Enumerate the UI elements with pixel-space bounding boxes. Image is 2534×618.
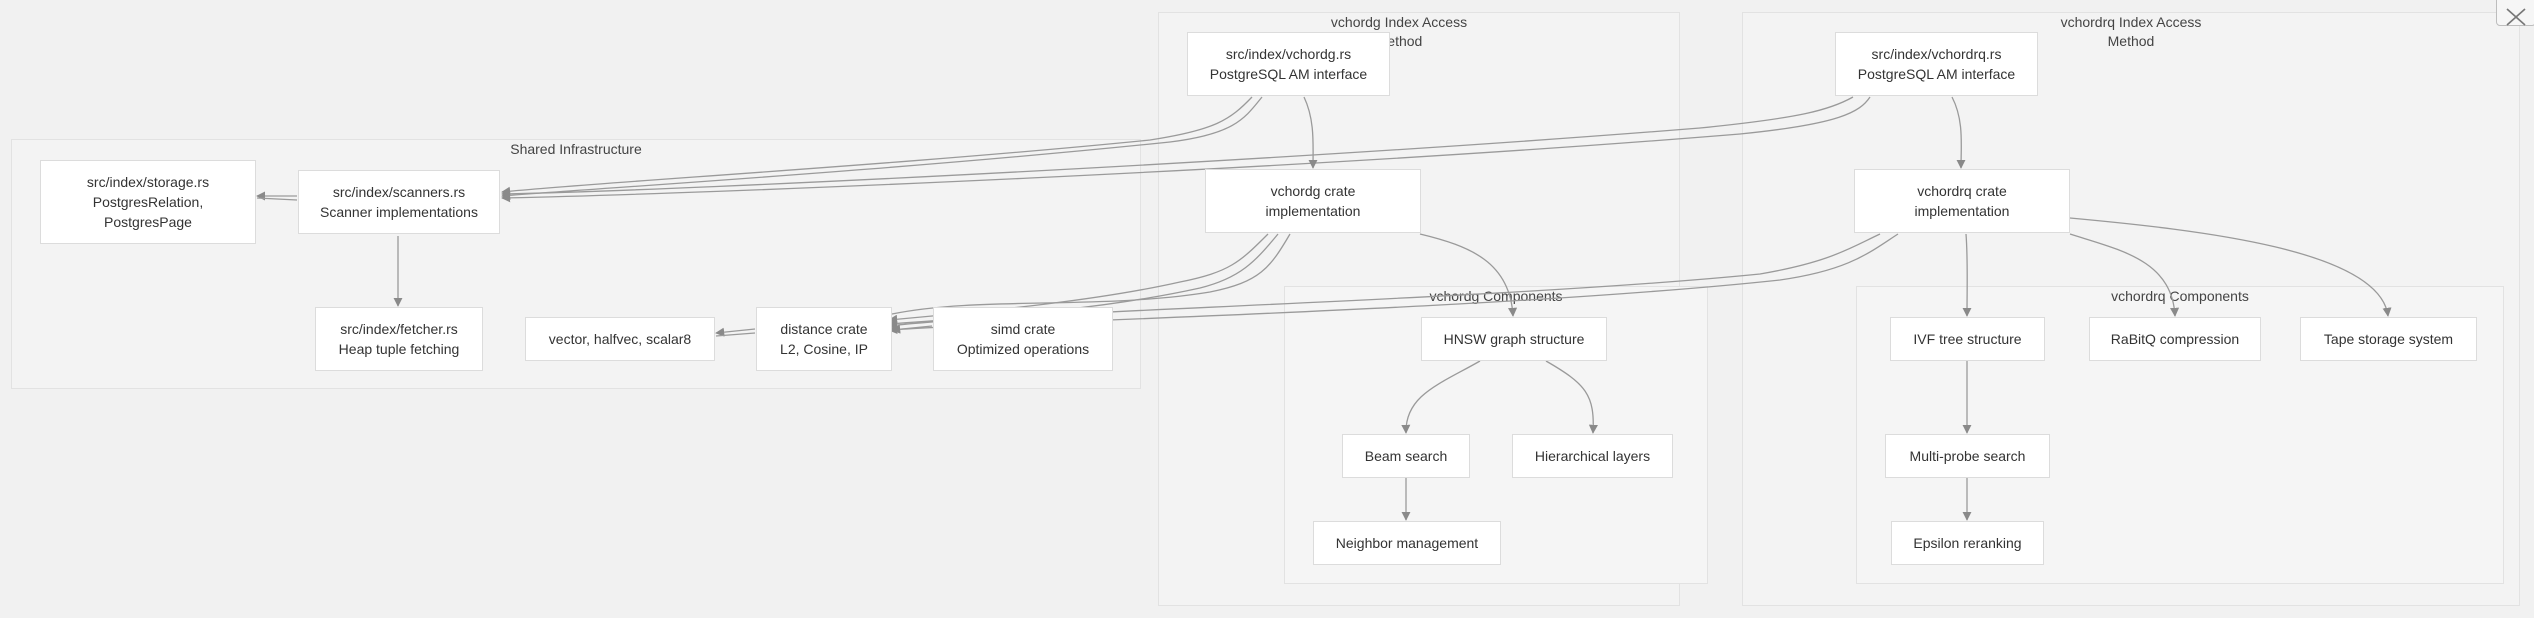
edge-vchordrq-crate-ivf [1962, 233, 1972, 317]
node-beam-search: Beam search [1342, 434, 1470, 478]
node-vector-types-line1: vector, halfvec, scalar8 [548, 331, 692, 347]
node-rabitq: RaBitQ compression [2089, 317, 2261, 361]
node-distance-crate: distance crate L2, Cosine, IP [756, 307, 892, 371]
edge-vchordg-rs-scanners-1 [501, 96, 1253, 196]
edge-vchordg-crate-hnsw [1419, 233, 1518, 317]
edge-simd-distance [891, 324, 933, 334]
node-beam-line1: Beam search [1364, 448, 1448, 464]
node-vchordrq-crate-line1: vchordrq crate [1917, 183, 2007, 199]
close-button[interactable] [2496, 0, 2534, 26]
node-scanners-line1: src/index/scanners.rs [332, 184, 466, 200]
node-multiprobe-line1: Multi-probe search [1909, 448, 2026, 464]
node-neighbor-line1: Neighbor management [1335, 535, 1479, 551]
node-vchordrq-rs-line1: src/index/vchordrq.rs [1871, 46, 2002, 62]
edge-vchordg-crate-distance [885, 233, 1291, 317]
node-vchordg-crate-line2: implementation [1265, 203, 1361, 219]
edge-vchordrq-crate-rabitq [2069, 233, 2180, 317]
node-vchordg-rs-line2: PostgreSQL AM interface [1209, 66, 1368, 82]
cluster-title: vchordrq Components [2111, 288, 2249, 304]
node-ivf-line1: IVF tree structure [1913, 331, 2022, 347]
edge-vchordg-rs-crate [1303, 96, 1318, 169]
node-vchordg-crate-line1: vchordg crate [1270, 183, 1356, 199]
node-vchordg-rs-line1: src/index/vchordg.rs [1225, 46, 1352, 62]
node-fetcher-line2: Heap tuple fetching [338, 341, 460, 357]
node-vchordrq-rs: src/index/vchordrq.rs PostgreSQL AM inte… [1835, 32, 2038, 96]
edge-scanners-storage-2 [256, 197, 298, 201]
node-fetcher-rs: src/index/fetcher.rs Heap tuple fetching [315, 307, 483, 371]
node-storage-rs: src/index/storage.rs PostgresRelation, P… [40, 160, 256, 244]
node-tape-storage: Tape storage system [2300, 317, 2477, 361]
edge-vchordg-rs-scanners-2 [501, 96, 1263, 200]
node-simd-line1: simd crate [990, 321, 1056, 337]
node-storage-line1: src/index/storage.rs [86, 174, 210, 190]
node-storage-line3: PostgresPage [104, 214, 192, 230]
edge-hnsw-beam [1401, 360, 1481, 434]
cluster-title-line1: vchordrq Index Access [2060, 14, 2202, 30]
node-storage-line2: PostgresRelation, [92, 194, 204, 210]
edge-vchordrq-rs-scanners-2 [501, 96, 1871, 203]
node-fetcher-line1: src/index/fetcher.rs [340, 321, 458, 337]
node-vchordrq-crate: vchordrq crate implementation [1854, 169, 2070, 233]
node-vector-types: vector, halfvec, scalar8 [525, 317, 715, 361]
node-hnsw-line1: HNSW graph structure [1443, 331, 1585, 347]
node-vchordg-crate: vchordg crate implementation [1205, 169, 1421, 233]
node-simd-line2: Optimized operations [956, 341, 1090, 357]
edge-distance-vector-1 [715, 327, 756, 337]
node-epsilon-reranking: Epsilon reranking [1891, 521, 2044, 565]
node-ivf-tree: IVF tree structure [1890, 317, 2045, 361]
node-multi-probe: Multi-probe search [1885, 434, 2050, 478]
edge-distance-vector-2 [715, 332, 756, 337]
cluster-title-line2: Method [2107, 33, 2155, 49]
edge-vchordrq-rs-scanners-1 [501, 96, 1854, 199]
node-scanners-line2: Scanner implementations [320, 204, 478, 220]
node-epsilon-line1: Epsilon reranking [1913, 535, 2022, 551]
node-distance-line1: distance crate [780, 321, 868, 337]
close-icon [2506, 8, 2526, 26]
cluster-title: Shared Infrastructure [510, 141, 642, 157]
edge-vchordrq-rs-crate [1951, 96, 1966, 169]
node-simd-crate: simd crate Optimized operations [933, 307, 1113, 371]
cluster-title-line1: vchordg Index Access [1330, 14, 1468, 30]
node-rabitq-line1: RaBitQ compression [2110, 331, 2240, 347]
node-scanners-rs: src/index/scanners.rs Scanner implementa… [298, 170, 500, 234]
edge-hnsw-hier [1545, 360, 1598, 434]
node-hierarchical-layers: Hierarchical layers [1512, 434, 1673, 478]
node-distance-line2: L2, Cosine, IP [780, 341, 868, 357]
node-vchordrq-crate-line2: implementation [1914, 203, 2010, 219]
node-neighbor-management: Neighbor management [1313, 521, 1501, 565]
node-hnsw-graph: HNSW graph structure [1421, 317, 1607, 361]
edge-vchordrq-crate-tape [2069, 217, 2392, 317]
node-hier-line1: Hierarchical layers [1534, 448, 1651, 464]
node-vchordg-rs: src/index/vchordg.rs PostgreSQL AM inter… [1187, 32, 1390, 96]
node-vchordrq-rs-line2: PostgreSQL AM interface [1857, 66, 2016, 82]
node-tape-line1: Tape storage system [2323, 331, 2454, 347]
